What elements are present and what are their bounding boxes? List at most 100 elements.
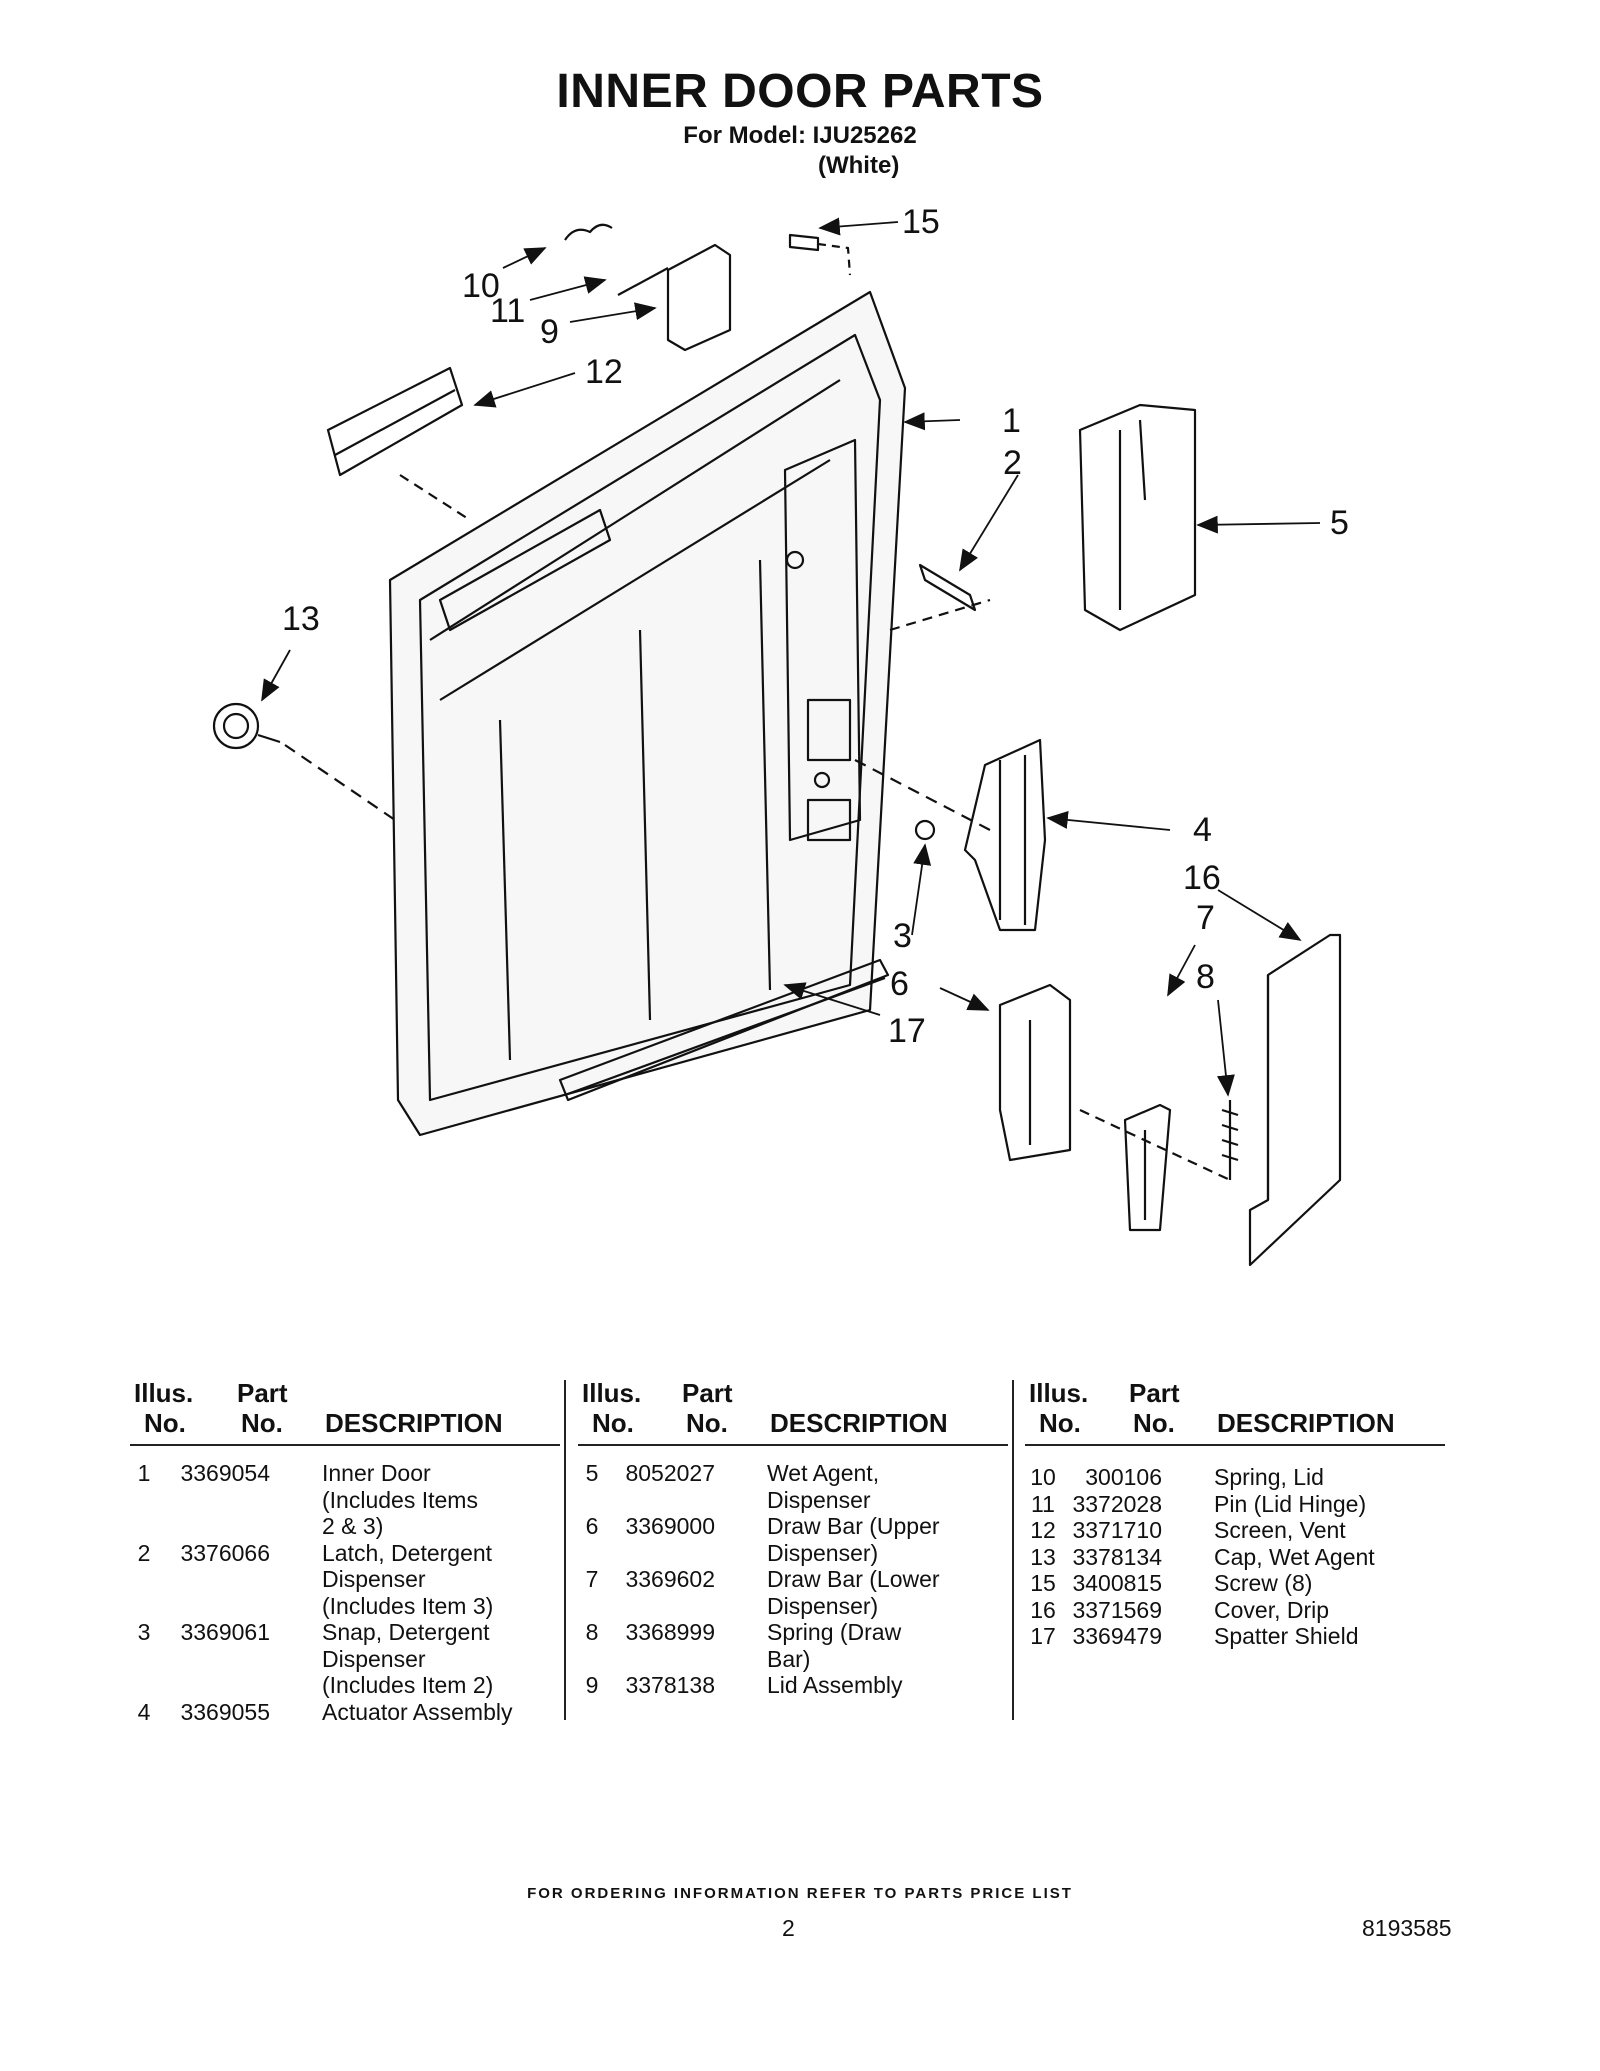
illus-number: 8	[585, 1619, 599, 1645]
header-illus: Illus.	[1029, 1378, 1089, 1408]
header-illus-no: No.	[1039, 1408, 1081, 1438]
callout-9: 9	[540, 313, 559, 351]
exploded-parts-diagram: 1 2 3 4 5 6 7 8 9 10 11 12 13 15 16 17	[212, 203, 1349, 1267]
table-row: 1 3369054 Inner Door (Includes Items 2 & 3…	[130, 1460, 560, 1540]
callout-15: 15	[902, 203, 940, 241]
part-description: Cover, Drip	[1214, 1596, 1330, 1623]
header-part: Part	[237, 1378, 288, 1408]
table-row: 16 3371569 Cover, Drip	[1025, 1597, 1445, 1624]
part-number: 3371710	[1072, 1517, 1162, 1543]
header-illus-no: No.	[144, 1408, 186, 1438]
illus-number: 5	[585, 1460, 599, 1486]
part-description: Screen, Vent	[1214, 1517, 1346, 1543]
spatter-shield-part	[558, 958, 890, 1102]
illus-number: 4	[137, 1698, 151, 1725]
part-number: 8052027	[625, 1460, 715, 1486]
part-number: 3378134	[1072, 1543, 1162, 1570]
parts-table-column-2: Illus. No. Part No. DESCRIPTION 5 8052027…	[578, 1378, 1008, 1699]
callout-labels: 1 2 3 4 5 6 7 8 9 10 11 12 13 15 16 17	[282, 203, 1349, 1050]
header-part-no: No.	[686, 1408, 728, 1438]
table-row: 2 3376066 Latch, Detergent Dispenser (Incl…	[130, 1540, 560, 1620]
header-part: Part	[1129, 1378, 1180, 1408]
page-number: 2	[782, 1915, 795, 1941]
part-description: Wet Agent, Dispenser	[767, 1460, 880, 1513]
callout-leaders	[261, 217, 1321, 1097]
illus-number: 17	[1030, 1623, 1056, 1649]
illus-number: 10	[1030, 1464, 1056, 1490]
table-row: 12 3371710 Screen, Vent	[1025, 1517, 1445, 1544]
illus-number: 16	[1030, 1596, 1056, 1623]
header-illus: Illus.	[582, 1378, 642, 1408]
callout-17: 17	[888, 1012, 926, 1050]
callout-8: 8	[1196, 958, 1215, 996]
part-number: 3372028	[1072, 1490, 1162, 1517]
header-description: DESCRIPTION	[325, 1408, 503, 1438]
part-number: 3400815	[1072, 1570, 1162, 1596]
header-illus: Illus.	[134, 1378, 194, 1408]
part-number: 3369000	[625, 1513, 715, 1539]
header-description: DESCRIPTION	[1217, 1408, 1395, 1438]
part-number: 3371569	[1072, 1596, 1162, 1623]
part-number: 3378138	[625, 1672, 715, 1698]
callout-10: 10	[462, 267, 500, 305]
page-title: INNER DOOR PARTS	[556, 65, 1044, 118]
part-number: 3369055	[180, 1698, 270, 1725]
vent-screen-part	[326, 366, 471, 521]
illus-number: 2	[137, 1539, 151, 1566]
header-description: DESCRIPTION	[770, 1408, 948, 1438]
latch-part	[889, 563, 991, 632]
table-header: Illus. No. Part No. DESCRIPTION	[578, 1378, 1008, 1446]
illus-number: 9	[585, 1672, 599, 1698]
part-description: Spatter Shield	[1214, 1623, 1359, 1649]
part-description: Latch, Detergent Dispenser (Includes Ite…	[322, 1539, 494, 1619]
table-row: 4 3369055 Actuator Assembly	[130, 1699, 560, 1726]
wet-agent-dispenser-part	[1078, 403, 1197, 632]
header-part-no: No.	[1133, 1408, 1175, 1438]
callout-11: 11	[490, 292, 525, 330]
callout-5: 5	[1330, 504, 1349, 542]
part-description: Screw (8)	[1214, 1570, 1313, 1596]
wet-agent-cap-part	[212, 702, 396, 821]
illus-number: 1	[137, 1460, 151, 1486]
part-number: 3369054	[180, 1460, 270, 1486]
document-number: 8193585	[1362, 1915, 1452, 1941]
table-row: 5 8052027 Wet Agent, Dispenser	[578, 1460, 1008, 1513]
part-number: 3376066	[180, 1539, 270, 1566]
table-row: 8 3368999 Spring (Draw Bar)	[578, 1619, 1008, 1672]
part-description: Lid Assembly	[767, 1672, 903, 1698]
part-number: 300106	[1085, 1464, 1162, 1490]
part-number: 3368999	[625, 1619, 715, 1645]
table-row: 17 3369479 Spatter Shield	[1025, 1623, 1445, 1650]
callout-13: 13	[282, 600, 320, 638]
illus-number: 12	[1030, 1517, 1056, 1543]
parts-table-column-3: Illus. No. Part No. DESCRIPTION 10 300106…	[1025, 1378, 1445, 1650]
part-description: Inner Door (Includes Items 2 & 3)	[322, 1460, 478, 1539]
part-description: Actuator Assembly	[322, 1698, 513, 1725]
part-description: Draw Bar (Lower Dispenser)	[767, 1566, 940, 1619]
parts-table-column-1: Illus. No. Part No. DESCRIPTION 1 3369054…	[130, 1378, 560, 1725]
snap-part	[914, 819, 936, 841]
model-label: For Model: IJU25262	[683, 122, 917, 149]
illus-number: 11	[1031, 1490, 1055, 1517]
part-number: 3369479	[1072, 1623, 1162, 1649]
screw-part	[788, 233, 852, 276]
lid-assembly-part	[564, 223, 732, 352]
callout-12: 12	[585, 353, 623, 391]
part-description: Spring (Draw Bar)	[767, 1619, 902, 1672]
part-number: 3369602	[625, 1566, 715, 1592]
illus-number: 6	[585, 1513, 599, 1539]
actuator-assembly-part	[854, 738, 1047, 932]
illus-number: 3	[137, 1619, 151, 1645]
table-header: Illus. No. Part No. DESCRIPTION	[130, 1378, 560, 1446]
callout-3: 3	[893, 917, 912, 955]
illus-number: 13	[1030, 1543, 1056, 1570]
column-divider	[1012, 1380, 1014, 1720]
illus-number: 15	[1030, 1570, 1056, 1596]
callout-7: 7	[1196, 899, 1215, 937]
part-number: 3369061	[180, 1619, 270, 1645]
part-description: Draw Bar (Upper Dispenser)	[767, 1513, 940, 1566]
draw-bar-lower-part	[1079, 1103, 1231, 1232]
